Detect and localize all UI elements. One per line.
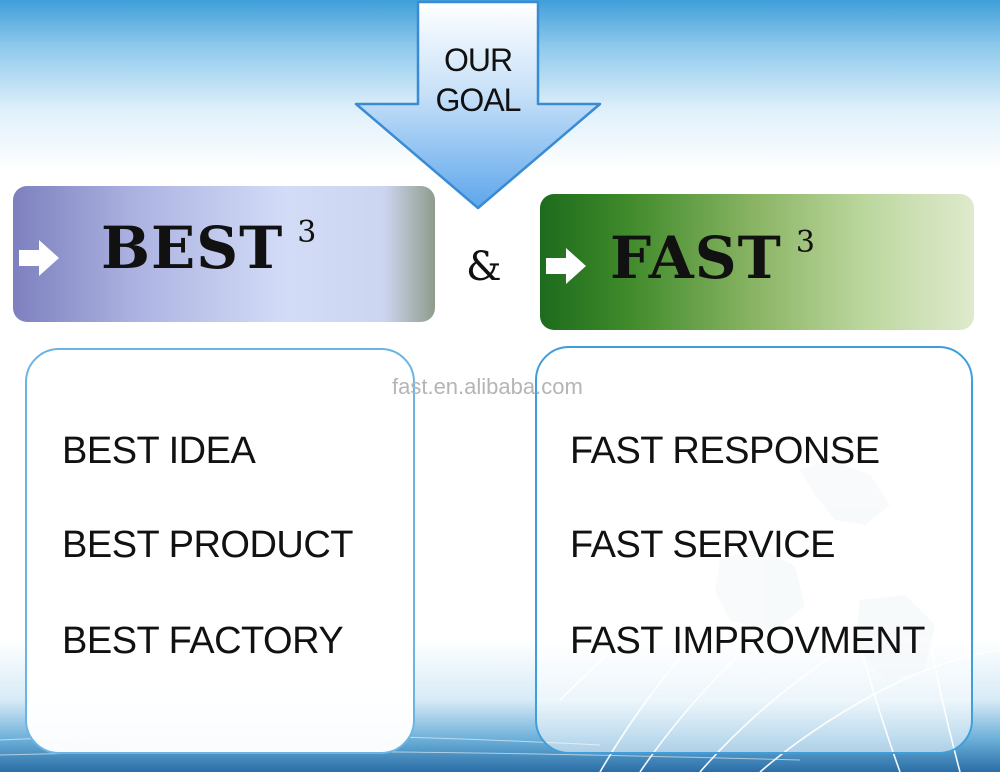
chevron-right-icon [19,240,59,276]
goal-label-line1: OUR [443,42,513,78]
goal-label: OUR GOAL [418,40,538,120]
fast-title: FAST 3 [610,224,816,292]
best-list-item: BEST PRODUCT [62,524,354,566]
fast-list-card: FAST RESPONSE FAST SERVICE FAST IMPROVME… [535,346,973,754]
fast-list-item: FAST IMPROVMENT [570,620,925,662]
watermark-text: fast.en.alibaba.com [392,374,583,399]
fast-list-item: FAST SERVICE [570,524,836,566]
best-list-item: BEST IDEA [62,430,256,472]
best-banner: BEST 3 [13,186,435,322]
ampersand-connector: & [466,244,502,290]
fast-superscript: 3 [795,225,816,260]
best-superscript: 3 [297,215,318,250]
best-title-text: BEST [101,214,284,282]
goal-arrow-shape [354,0,602,210]
best-list-item: BEST FACTORY [62,620,344,662]
chevron-right-icon [546,248,586,284]
fast-title-text: FAST [610,224,782,292]
best-title: BEST 3 [101,214,317,282]
fast-list-item: FAST RESPONSE [570,430,880,472]
fast-banner: FAST 3 [540,194,974,330]
best-list-card: BEST IDEA BEST PRODUCT BEST FACTORY [25,348,415,754]
goal-label-line2: GOAL [435,82,522,118]
